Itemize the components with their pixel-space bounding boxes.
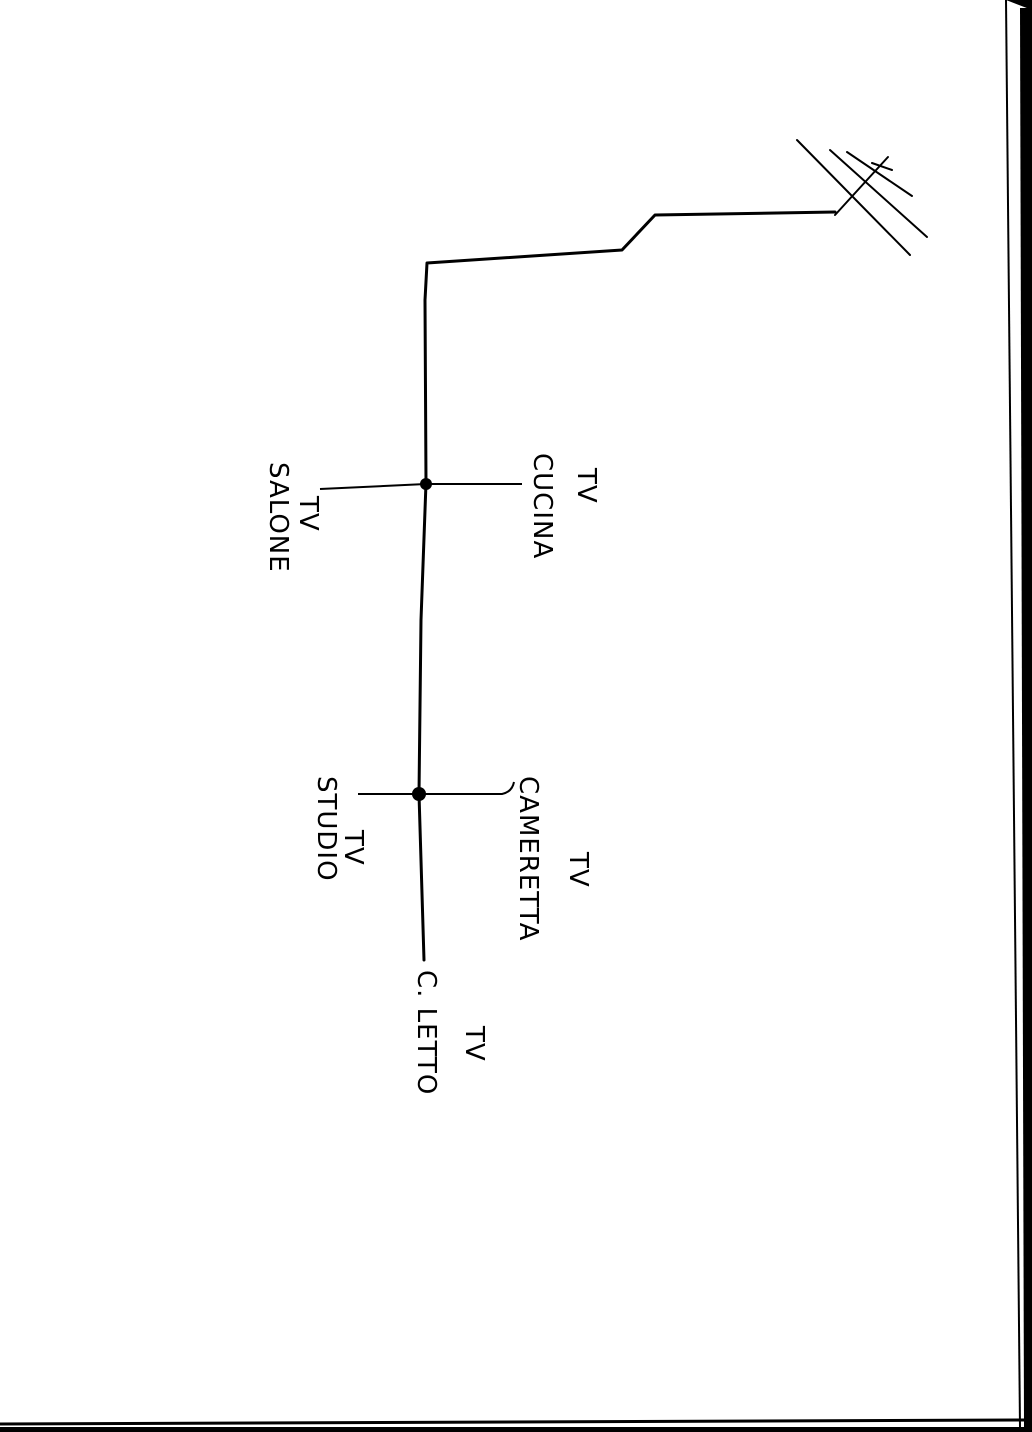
paper-top-right-shadow xyxy=(1006,0,1032,10)
label-salone-room: SALONE xyxy=(263,462,293,573)
branch-cameretta xyxy=(419,781,515,795)
label-cameretta-tv: TV xyxy=(563,851,593,888)
label-cucina-tv: TV xyxy=(571,467,601,504)
splitter-node-lower xyxy=(412,787,426,801)
label-cucina-room: CUCINA xyxy=(527,453,557,559)
label-studio-tv: TV xyxy=(338,829,368,866)
paper-right-strip xyxy=(1020,8,1032,1427)
paper-bottom-edge xyxy=(0,1418,1032,1426)
paper-right-edge xyxy=(1005,0,1021,1428)
label-letto-room: C. LETTO xyxy=(411,970,441,1095)
label-letto-tv: TV xyxy=(459,1025,489,1062)
label-cameretta-room: CAMERETTA xyxy=(513,776,543,941)
splitter-node-upper xyxy=(420,478,432,490)
branch-salone xyxy=(319,483,427,490)
label-studio-room: STUDIO xyxy=(311,776,341,882)
tv-antenna-icon xyxy=(796,139,928,256)
main-cable xyxy=(417,210,837,962)
label-salone-tv: TV xyxy=(293,495,323,532)
